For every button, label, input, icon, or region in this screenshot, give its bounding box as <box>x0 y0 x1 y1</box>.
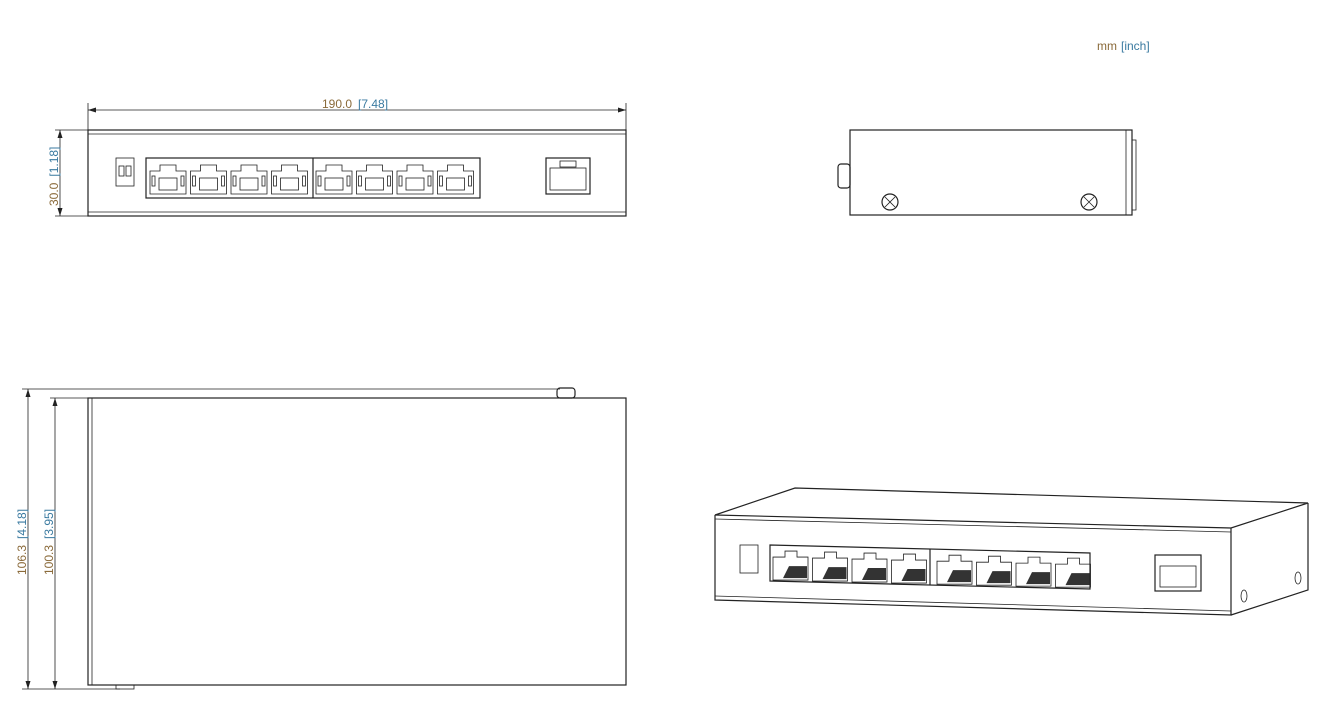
svg-text:106.3[4.18]: 106.3 [4.18] <box>15 509 29 575</box>
rj45-port <box>772 550 809 581</box>
rj45-port <box>812 551 848 582</box>
screw-icon <box>1080 193 1098 211</box>
depth-body-mm: 100.3 <box>42 545 56 575</box>
rj45-port <box>315 164 353 195</box>
rj45-port <box>396 164 434 195</box>
rj45-port <box>851 552 888 583</box>
svg-text:mm[inch]: mm [inch] <box>1097 39 1150 53</box>
front-panel <box>87 129 627 217</box>
top-panel <box>87 397 627 686</box>
isometric-view <box>714 487 1309 616</box>
width-inch: [7.48] <box>358 97 388 111</box>
rj45-port <box>190 164 227 195</box>
rj45-port <box>149 164 187 195</box>
width-mm: 190.0 <box>322 97 352 111</box>
top-view: 106.3 [4.18] 100.3 [3.95] <box>15 387 627 690</box>
rj45-port <box>356 164 393 195</box>
svg-text:30.0[1.18]: 30.0 [1.18] <box>47 147 61 206</box>
screw-icon <box>1294 571 1302 585</box>
side-view <box>837 129 1137 216</box>
rj45-port <box>891 553 927 584</box>
rj45-port <box>230 164 268 195</box>
depth-overall-inch: [4.18] <box>15 509 29 539</box>
screw-icon <box>1240 589 1248 603</box>
screw-icon <box>881 193 899 211</box>
height-inch: [1.18] <box>47 147 61 177</box>
sfp-port <box>545 157 591 195</box>
sfp-port <box>1154 554 1202 592</box>
rj45-port-block <box>769 544 1091 590</box>
ground-screw <box>837 163 851 189</box>
height-mm: 30.0 <box>47 182 61 206</box>
rj45-port <box>271 164 308 195</box>
rj45-port <box>437 164 474 195</box>
rj45-port <box>1055 557 1091 588</box>
rj45-port <box>976 555 1012 586</box>
rj45-port <box>1015 556 1052 587</box>
ground-screw <box>556 387 576 399</box>
depth-body-inch: [3.95] <box>42 509 56 539</box>
front-view: 190.0 [7.48] 30.0 [1.18] <box>47 97 627 217</box>
dip-switch <box>115 157 135 187</box>
units-mm: mm <box>1097 39 1117 53</box>
units-inch: [inch] <box>1121 39 1150 53</box>
svg-text:190.0[7.48]: 190.0 [7.48] <box>322 97 388 111</box>
depth-overall-mm: 106.3 <box>15 545 29 575</box>
rj45-port <box>936 554 973 585</box>
svg-text:100.3[3.95]: 100.3 [3.95] <box>42 509 56 575</box>
